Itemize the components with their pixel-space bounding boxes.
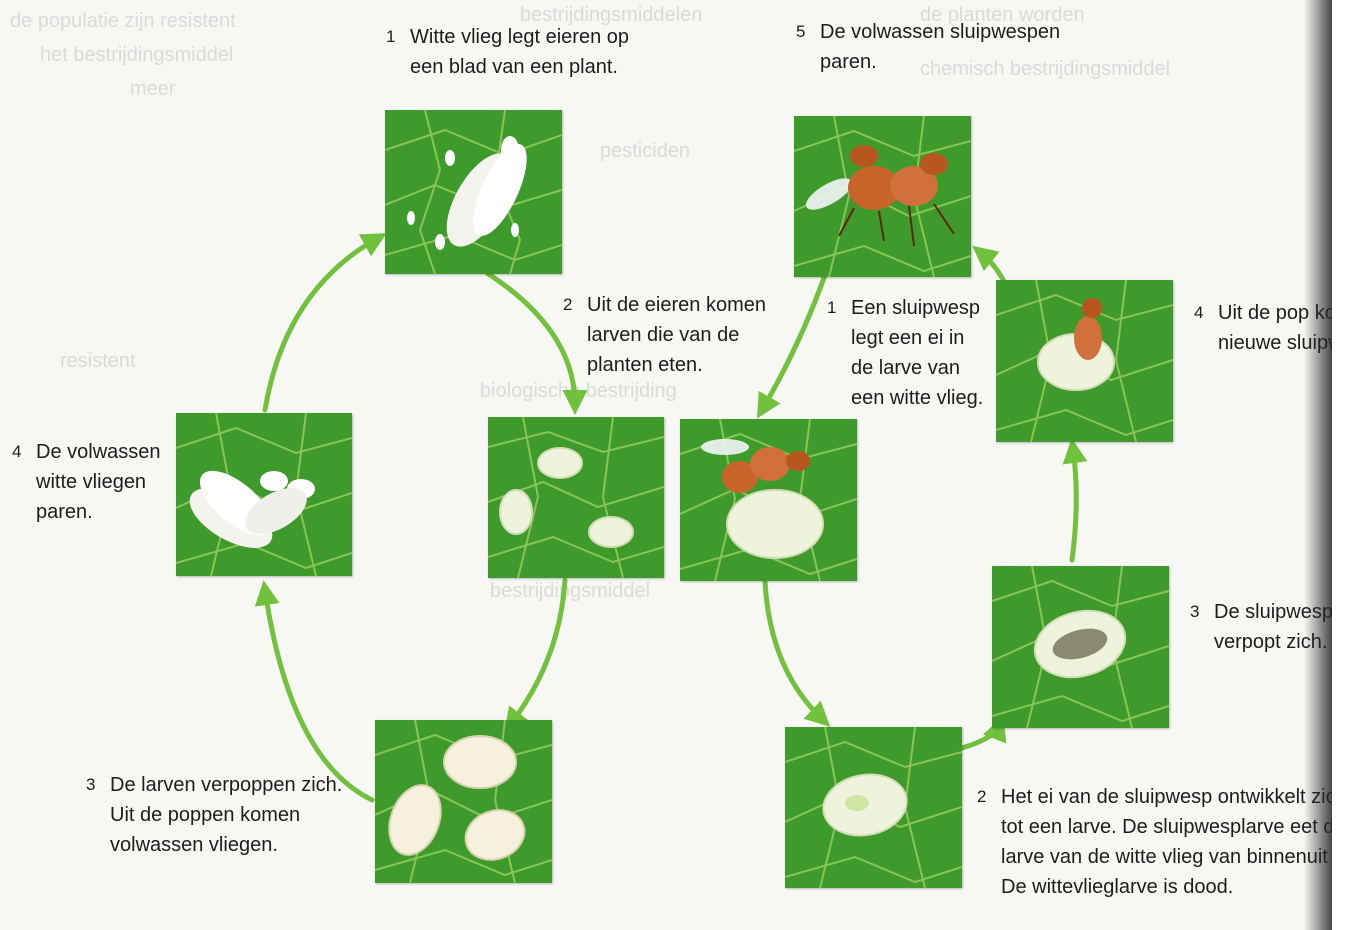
caption-wasp-step5: 5 De volwassen sluipwespen paren. xyxy=(796,17,1061,77)
caption-line: Het ei van de sluipwesp ontwikkelt zich xyxy=(1001,786,1346,808)
caption-line: Witte vlieg legt eieren op xyxy=(410,26,630,48)
caption-wasp-step2: 2 Het ei van de sluipwesp ontwikkelt zic… xyxy=(977,782,1346,902)
page-gutter-shadow xyxy=(1304,0,1332,930)
caption-wasp-step1: 1 Een sluipwesp legt een ei in de larve … xyxy=(827,293,984,413)
tile-whitefly-larvae xyxy=(488,417,664,578)
arrow-pupae-to-adults xyxy=(254,580,375,803)
page-edge xyxy=(1332,0,1346,930)
bleed-text: resistent xyxy=(60,350,136,372)
bleed-text: de planten worden xyxy=(920,4,1085,26)
tile-wasp-mating xyxy=(794,116,971,277)
caption-line: witte vliegen xyxy=(36,471,147,493)
step-number: 4 xyxy=(12,442,22,461)
caption-line: paren. xyxy=(820,51,877,73)
caption-line: volwassen vliegen. xyxy=(110,834,278,856)
caption-line: larven die van de xyxy=(587,324,740,346)
step-number: 1 xyxy=(386,27,396,46)
step-number: 5 xyxy=(796,22,806,41)
tile-wasp-emerges xyxy=(996,280,1173,442)
caption-whitefly-step4: 4 De volwassen witte vliegen paren. xyxy=(12,437,161,527)
caption-line: De volwassen xyxy=(36,441,161,463)
caption-line: De larven verpoppen zich. xyxy=(110,774,343,796)
step-number: 2 xyxy=(563,295,573,314)
caption-line: tot een larve. De sluipwesplarve eet de xyxy=(1001,816,1346,838)
caption-line: De wittevlieglarve is dood. xyxy=(1001,876,1234,898)
step-number: 4 xyxy=(1194,303,1204,322)
arrow-eggs-to-larvae xyxy=(484,270,588,415)
arrow-mate-to-lay xyxy=(756,272,828,419)
tile-whitefly-laying-eggs xyxy=(385,110,562,274)
step-number: 1 xyxy=(827,298,837,317)
caption-line: verpopt zich. xyxy=(1214,631,1328,653)
bleed-text: meer xyxy=(130,78,176,100)
tile-wasp-lays-egg xyxy=(680,419,857,581)
caption-line: legt een ei in xyxy=(851,327,965,349)
caption-line: Uit de poppen komen xyxy=(110,804,301,826)
tile-wasp-egg-develops xyxy=(785,727,962,888)
caption-line: Een sluipwesp xyxy=(851,297,980,319)
arrow-wasp-lays-to-develop xyxy=(762,579,831,727)
arrow-develop-to-pupate xyxy=(959,715,1007,751)
step-number: 2 xyxy=(977,787,987,806)
step-number: 3 xyxy=(86,775,96,794)
arrow-pupate-to-emerge xyxy=(1062,438,1088,563)
tile-wasp-pupates xyxy=(992,566,1169,728)
caption-line: Uit de eieren komen xyxy=(587,294,766,316)
bleed-text: bestrijdingsmiddelen xyxy=(520,4,703,26)
bleed-text: chemisch bestrijdingsmiddel xyxy=(920,58,1171,80)
bleed-text: pesticiden xyxy=(600,140,691,162)
caption-wasp-step3: 3 De sluipwesp verpopt zich. xyxy=(1190,597,1333,657)
tile-whitefly-pupae xyxy=(375,720,552,883)
caption-whitefly-step1: 1 Witte vlieg legt eieren op een blad va… xyxy=(386,22,630,82)
caption-line: De sluipwesp xyxy=(1214,601,1333,623)
caption-line: een witte vlieg. xyxy=(851,387,984,409)
caption-line: planten eten. xyxy=(587,354,703,376)
bleed-text: bestrijdingsmiddel xyxy=(490,580,651,602)
bleed-text: de populatie zijn resistent xyxy=(10,10,236,32)
arrow-adults-to-eggs xyxy=(262,233,387,413)
caption-whitefly-step2: 2 Uit de eieren komen larven die van de … xyxy=(563,290,766,380)
caption-line: de larve van xyxy=(851,357,960,379)
caption-line: larve van de witte vlieg van binnenuit o… xyxy=(1001,846,1346,868)
caption-line: De volwassen sluipwespen xyxy=(820,21,1061,43)
bleed-text: het bestrijdingsmiddel xyxy=(40,44,234,66)
arrow-larvae-to-pupae xyxy=(503,577,568,733)
caption-whitefly-step3: 3 De larven verpoppen zich. Uit de poppe… xyxy=(86,770,343,860)
caption-line: paren. xyxy=(36,501,93,523)
caption-line: een blad van een plant. xyxy=(410,56,618,78)
tile-whitefly-mating xyxy=(176,413,352,576)
step-number: 3 xyxy=(1190,602,1200,621)
